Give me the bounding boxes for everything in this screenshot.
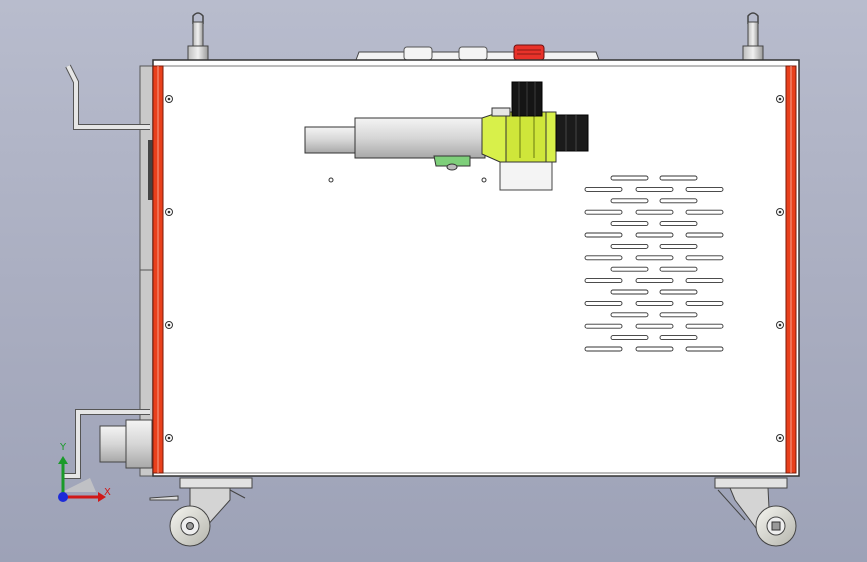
emergency-stop-knob <box>513 44 545 61</box>
vent-slot <box>685 209 724 215</box>
vent-slot <box>584 278 623 284</box>
vent-slot <box>584 346 623 352</box>
vent-slot <box>584 209 623 215</box>
vent-slot <box>584 323 623 329</box>
panel-screws <box>165 95 784 442</box>
push-handle-bottom <box>64 409 150 479</box>
laser-head-assembly <box>304 81 589 191</box>
vent-slot <box>659 221 698 227</box>
vent-slot <box>635 300 674 306</box>
top-control-plate <box>355 44 600 61</box>
vent-slot <box>685 186 724 192</box>
vent-slot <box>685 323 724 329</box>
vent-slot <box>610 175 649 181</box>
vent-slot <box>659 289 698 295</box>
vent-slot <box>584 186 623 192</box>
vent-slot <box>685 300 724 306</box>
lift-post-right <box>742 12 764 61</box>
vent-slot <box>584 255 623 261</box>
cable-outlet-nozzle <box>99 419 153 469</box>
ventilation-grille <box>584 175 724 352</box>
vent-slot <box>635 323 674 329</box>
vent-slot <box>610 266 649 272</box>
z-axis-dot <box>58 492 68 502</box>
vent-slot <box>635 232 674 238</box>
caster-left <box>149 477 253 547</box>
vent-slot <box>610 312 649 318</box>
vent-slot <box>659 175 698 181</box>
vent-slot <box>685 255 724 261</box>
vent-slot <box>610 221 649 227</box>
vent-slot <box>659 266 698 272</box>
vent-slot <box>659 198 698 204</box>
vent-slot <box>610 243 649 249</box>
triad-y-label: Y <box>60 442 67 453</box>
vent-slot <box>635 346 674 352</box>
vent-slot <box>685 346 724 352</box>
vent-slot <box>610 335 649 341</box>
vent-slot <box>635 278 674 284</box>
vent-slot <box>635 209 674 215</box>
push-handle-top <box>65 64 150 130</box>
vent-slot <box>685 278 724 284</box>
vent-slot <box>659 335 698 341</box>
vent-slot <box>584 232 623 238</box>
vent-slot <box>584 300 623 306</box>
vent-slot <box>659 312 698 318</box>
vent-slot <box>635 255 674 261</box>
vent-slot <box>610 289 649 295</box>
lift-post-left <box>187 12 209 61</box>
vent-slot <box>685 232 724 238</box>
vent-slot <box>610 198 649 204</box>
vent-slot <box>659 243 698 249</box>
caster-right <box>714 477 797 547</box>
vent-slot <box>635 186 674 192</box>
triad-x-label: X <box>104 487 111 498</box>
coordinate-triad <box>58 456 106 502</box>
